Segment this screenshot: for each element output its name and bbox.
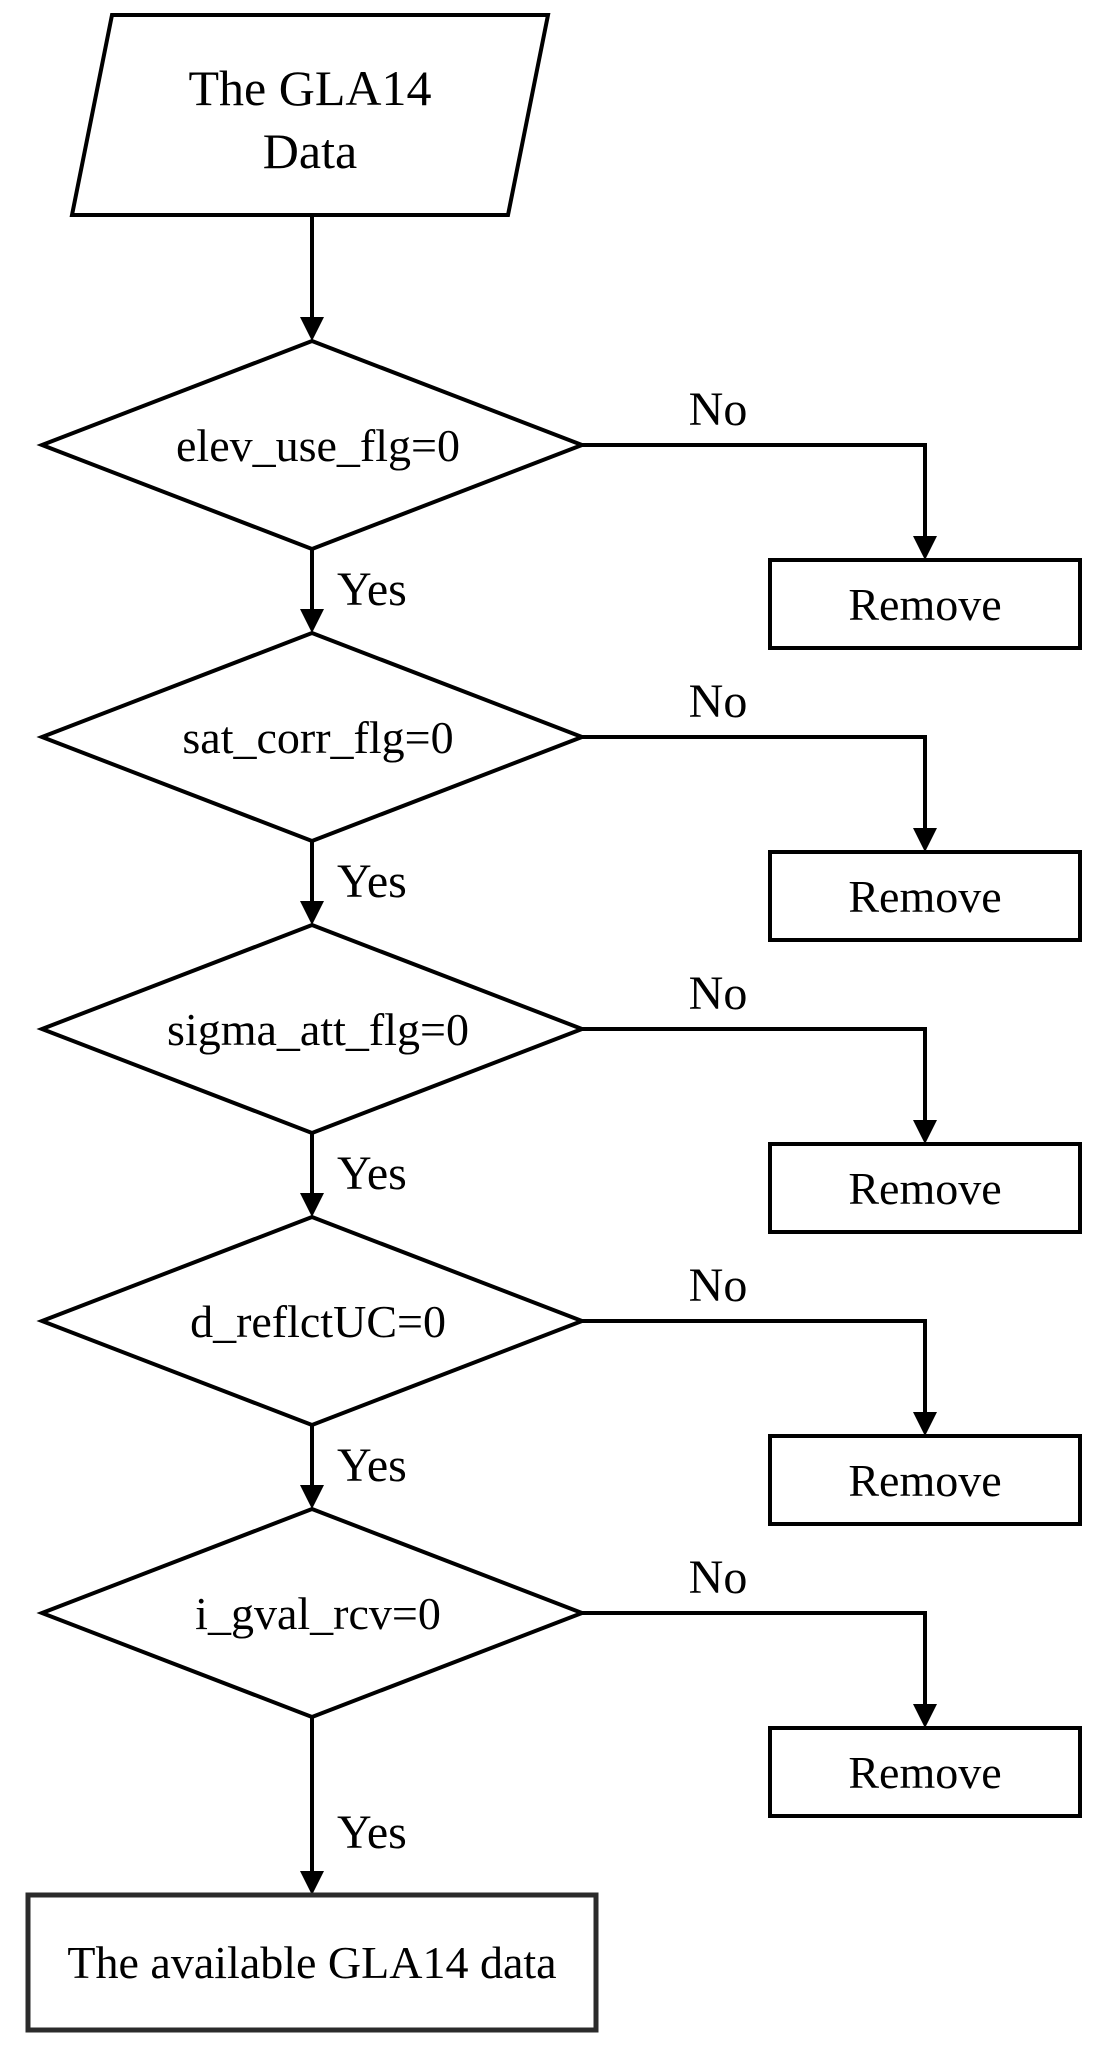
arrowhead-down-icon — [913, 1704, 937, 1728]
yes-label: Yes — [337, 1147, 407, 1200]
decision-label: i_gval_rcv=0 — [195, 1588, 441, 1639]
arrowhead-down-icon — [300, 1871, 324, 1895]
decision-label: sat_corr_flg=0 — [182, 712, 453, 763]
connector-start-to-decision1 — [300, 215, 324, 341]
decision-label: sigma_att_flg=0 — [167, 1004, 469, 1055]
remove-box — [768, 1726, 1082, 1818]
no-label: No — [689, 1551, 748, 1604]
decision-stage-2: sat_corr_flg=0 No Remove Yes — [36, 630, 1082, 942]
arrowhead-down-icon — [300, 317, 324, 341]
yes-label: Yes — [337, 1806, 407, 1859]
arrowhead-down-icon — [300, 1485, 324, 1509]
decision-stage-3: sigma_att_flg=0 No Remove Yes — [36, 922, 1082, 1234]
no-label: No — [689, 383, 748, 436]
arrowhead-down-icon — [300, 901, 324, 925]
remove-label: Remove — [848, 1747, 1001, 1798]
decision-stage-4: d_reflctUC=0 No Remove Yes — [36, 1214, 1082, 1526]
no-connector — [582, 1027, 927, 1120]
remove-label: Remove — [848, 579, 1001, 630]
decision-label: d_reflctUC=0 — [190, 1296, 446, 1347]
start-label-line2: Data — [263, 123, 357, 179]
remove-label: Remove — [848, 871, 1001, 922]
no-connector — [582, 735, 927, 828]
arrowhead-down-icon — [913, 1412, 937, 1436]
yes-label: Yes — [337, 563, 407, 616]
no-label: No — [689, 1259, 748, 1312]
remove-box — [768, 850, 1082, 942]
start-parallelogram — [69, 13, 551, 217]
no-label: No — [689, 675, 748, 728]
start-label-line1: The GLA14 — [189, 60, 432, 116]
remove-label: Remove — [848, 1163, 1001, 1214]
start-node: The GLA14 Data — [69, 13, 551, 217]
yes-label: Yes — [337, 1439, 407, 1492]
no-label: No — [689, 967, 748, 1020]
decision-stage-1: elev_use_flg=0 No Remove Yes — [36, 338, 1082, 650]
arrowhead-down-icon — [300, 1193, 324, 1217]
arrowhead-down-icon — [300, 609, 324, 633]
no-connector — [582, 1319, 927, 1412]
remove-box — [768, 1142, 1082, 1234]
end-label: The available GLA14 data — [67, 1937, 556, 1988]
decision-stage-5: i_gval_rcv=0 No Remove Yes — [36, 1506, 1082, 1895]
remove-label: Remove — [848, 1455, 1001, 1506]
arrowhead-down-icon — [913, 1120, 937, 1144]
no-connector — [582, 443, 927, 536]
remove-box — [768, 558, 1082, 650]
end-box — [25, 1892, 599, 2033]
decision-label: elev_use_flg=0 — [176, 420, 460, 471]
arrowhead-down-icon — [913, 828, 937, 852]
arrowhead-down-icon — [913, 536, 937, 560]
end-node: The available GLA14 data — [25, 1892, 599, 2033]
remove-box — [768, 1434, 1082, 1526]
no-connector — [582, 1611, 927, 1704]
yes-label: Yes — [337, 855, 407, 908]
